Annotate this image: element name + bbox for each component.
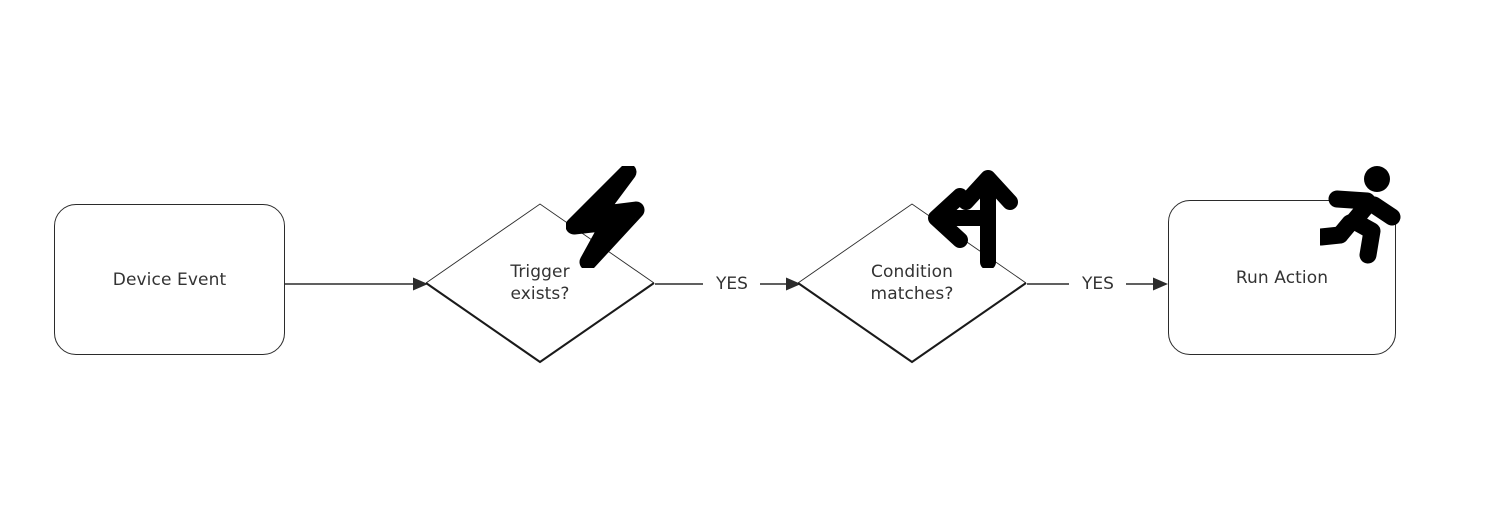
node-trigger-exists[interactable]: Trigger exists? (425, 203, 655, 364)
diamond-shape (797, 203, 1027, 364)
node-run-action[interactable]: Run Action (1168, 200, 1396, 355)
runner-head (1364, 166, 1390, 192)
diamond-upper-edges (425, 203, 655, 284)
edge-label-yes-1: YES (704, 274, 760, 294)
node-device-event-label: Device Event (112, 269, 227, 290)
arrowhead-icon (413, 277, 428, 291)
arrowhead-icon (786, 277, 801, 291)
diamond-shape (425, 203, 655, 364)
node-device-event[interactable]: Device Event (54, 204, 285, 355)
branch-arrowhead-up (958, 170, 1018, 210)
node-run-action-label: Run Action (1235, 267, 1329, 288)
edge-device-event-to-trigger (285, 277, 428, 291)
arrowhead-icon (1153, 277, 1168, 291)
edge-label-yes-2: YES (1070, 274, 1126, 294)
node-condition-matches[interactable]: Condition matches? (797, 203, 1027, 364)
edge-condition-to-run-action (1027, 277, 1168, 291)
edge-trigger-to-condition (655, 277, 801, 291)
diamond-lower-edges (797, 282, 1027, 364)
diamond-lower-edges (425, 282, 655, 364)
diamond-upper-edges (797, 203, 1027, 284)
